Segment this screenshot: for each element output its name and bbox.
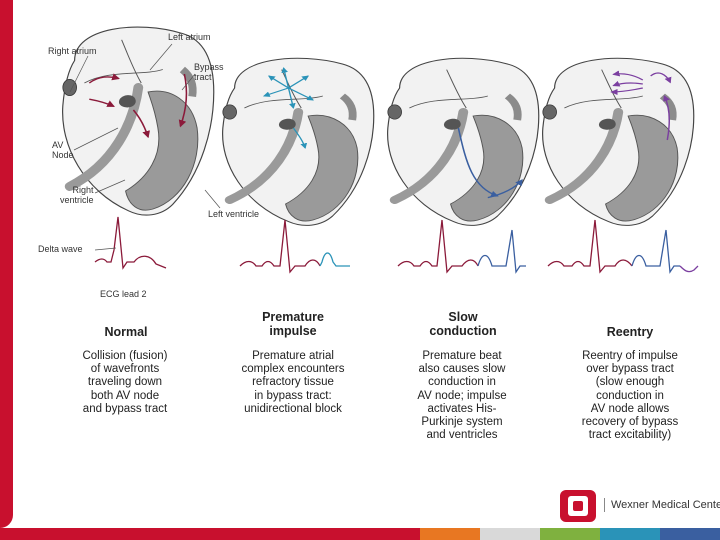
ecg-normal <box>94 216 167 270</box>
ecg-reentry <box>547 219 699 274</box>
heart-slow-conduction <box>388 58 539 225</box>
panel-desc-slow-conduction: Premature beat also causes slow conducti… <box>417 350 507 442</box>
osu-wexner-logo: Wexner Medical Center <box>556 488 720 524</box>
ecg-premature <box>239 219 350 274</box>
label-left-atrium: Left atrium <box>168 32 211 42</box>
ecg-slow-conduction <box>397 219 526 274</box>
label-delta-wave: Delta wave <box>38 244 83 254</box>
label-right-atrium: Right atrium <box>48 46 97 56</box>
label-left-ventricle: Left ventricle <box>208 209 260 219</box>
heart-reentry <box>543 58 694 225</box>
label-ecg-lead: ECG lead 2 <box>100 289 147 299</box>
leader-lines <box>69 43 221 251</box>
panel-desc-premature: Premature atrial complex encounters refr… <box>241 350 345 415</box>
heart-premature <box>223 58 374 225</box>
panel-desc-reentry: Reentry of impulse over bypass tract (sl… <box>581 350 679 442</box>
block-o-icon <box>560 490 596 522</box>
left-accent-bar <box>0 0 13 528</box>
panel-title-normal: Normal <box>104 325 148 339</box>
institution-name: Wexner Medical Center <box>604 498 720 512</box>
heart-normal <box>63 27 214 215</box>
footer-stripe <box>0 528 720 540</box>
panel-title-reentry: Reentry <box>606 325 654 339</box>
panel-desc-normal: Collision (fusion) of wavefronts traveli… <box>82 350 168 415</box>
